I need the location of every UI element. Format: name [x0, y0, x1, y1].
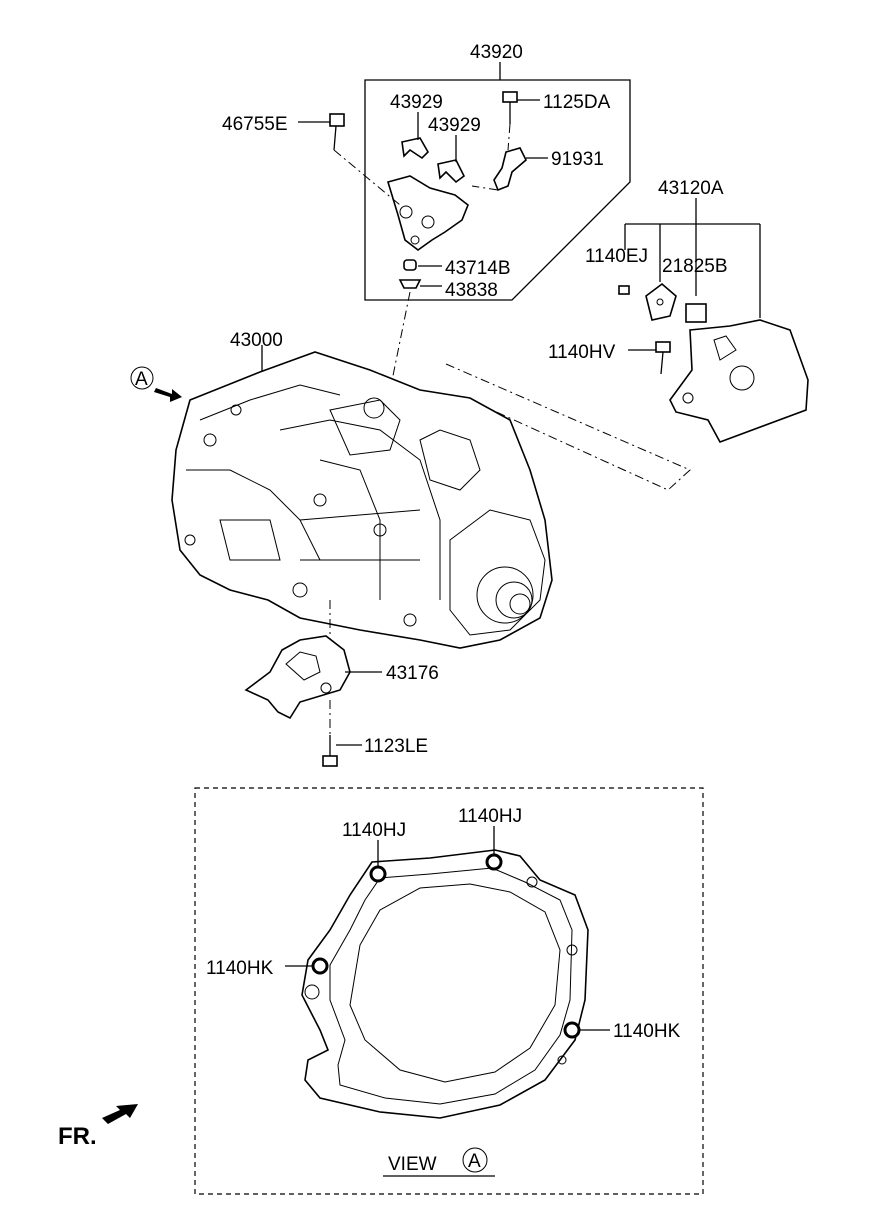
- label-43000: 43000: [230, 330, 283, 351]
- view-caption-letter: A: [468, 1151, 481, 1172]
- label-43920: 43920: [470, 42, 523, 63]
- label-1123LE: 1123LE: [364, 736, 428, 757]
- label-43120A: 43120A: [658, 178, 724, 199]
- washer-43838: [398, 279, 422, 289]
- damper-bracket: [645, 282, 677, 321]
- label-1125DA: 1125DA: [543, 92, 611, 113]
- label-43838: 43838: [445, 280, 498, 301]
- bushing-21825B: [685, 303, 707, 323]
- bolt-hole-1140HJ-a: [369, 865, 387, 883]
- front-arrow-icon: [102, 1104, 138, 1124]
- front-indicator: FR.: [58, 1104, 138, 1150]
- view-ref-letter: A: [135, 369, 148, 390]
- bolt-46755E: [329, 113, 345, 127]
- clip-43929-b: [437, 159, 466, 184]
- bolt-1125DA: [502, 91, 518, 103]
- label-1140HK-a: 1140HK: [206, 958, 274, 979]
- bushing-43714B: [403, 259, 417, 271]
- lower-bracket-group: 43176 1123LE: [244, 635, 439, 767]
- shift-bracket: [386, 175, 469, 251]
- label-43176: 43176: [386, 663, 439, 684]
- bell-housing-gasket: [301, 849, 589, 1119]
- bracket-assembly-group: 43920 43929 43929 1125DA 91931 43714B 43…: [364, 42, 631, 416]
- label-1140HV: 1140HV: [548, 342, 616, 363]
- label-21825B: 21825B: [662, 256, 728, 277]
- label-43714B: 43714B: [445, 258, 511, 279]
- label-1140HK-b: 1140HK: [613, 1021, 681, 1042]
- label-46755E: 46755E: [222, 114, 288, 135]
- label-43929-b: 43929: [428, 115, 481, 136]
- label-91931: 91931: [551, 149, 604, 170]
- view-ref-arrow-icon: [154, 388, 182, 402]
- transmission-mount-43120A: [669, 319, 809, 443]
- bolt-1140HV: [655, 341, 671, 353]
- bolt-1123LE: [322, 755, 338, 767]
- lever-91931: [493, 147, 527, 192]
- clip-43929-a: [401, 137, 429, 160]
- bolt-1140EJ: [618, 285, 630, 295]
- bolt-46755E-group: 46755E: [222, 113, 401, 206]
- view-caption-text: VIEW: [388, 1154, 437, 1175]
- label-1140HJ-b: 1140HJ: [458, 806, 522, 827]
- bolt-hole-1140HK-b: [563, 1021, 581, 1039]
- transmission-group: 43000 A: [130, 330, 553, 660]
- view-a-group: 1140HJ 1140HJ 1140HK 1140HK VIEW A: [194, 787, 704, 1195]
- bracket-43176: [244, 635, 351, 720]
- mount-group: 43120A 1140EJ 21825B 1140HV: [445, 178, 809, 491]
- label-1140EJ: 1140EJ: [585, 246, 648, 267]
- bolt-hole-1140HK-a: [311, 957, 329, 975]
- transmission-43000: [171, 351, 553, 649]
- front-label: FR.: [58, 1123, 97, 1150]
- label-1140HJ-a: 1140HJ: [342, 820, 406, 841]
- label-43929-a: 43929: [390, 92, 443, 113]
- bolt-hole-1140HJ-b: [485, 853, 503, 871]
